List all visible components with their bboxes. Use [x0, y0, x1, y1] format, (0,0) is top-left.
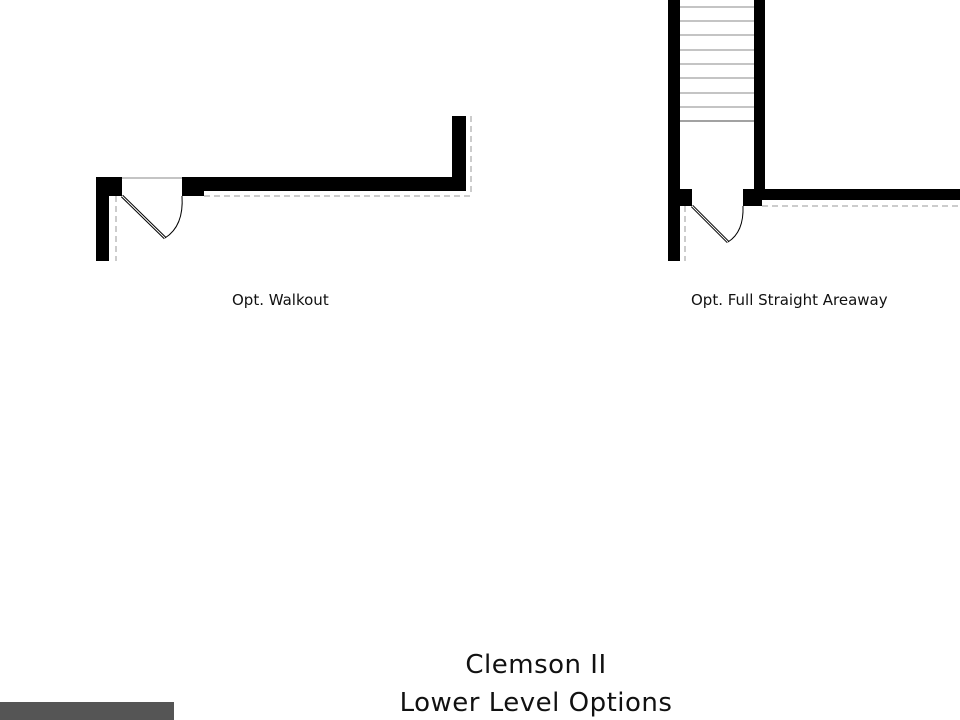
door-icon	[690, 204, 744, 244]
areaway-plan	[668, 0, 960, 261]
walkout-label: Opt. Walkout	[232, 291, 329, 309]
door-icon	[120, 177, 183, 240]
stair-treads	[680, 6, 754, 122]
watermark-logo	[0, 702, 174, 720]
walkout-plan	[96, 116, 472, 261]
plan-subtitle: Lower Level Options	[399, 688, 673, 718]
areaway-label: Opt. Full Straight Areaway	[691, 291, 888, 309]
plan-title: Clemson II	[465, 650, 607, 680]
